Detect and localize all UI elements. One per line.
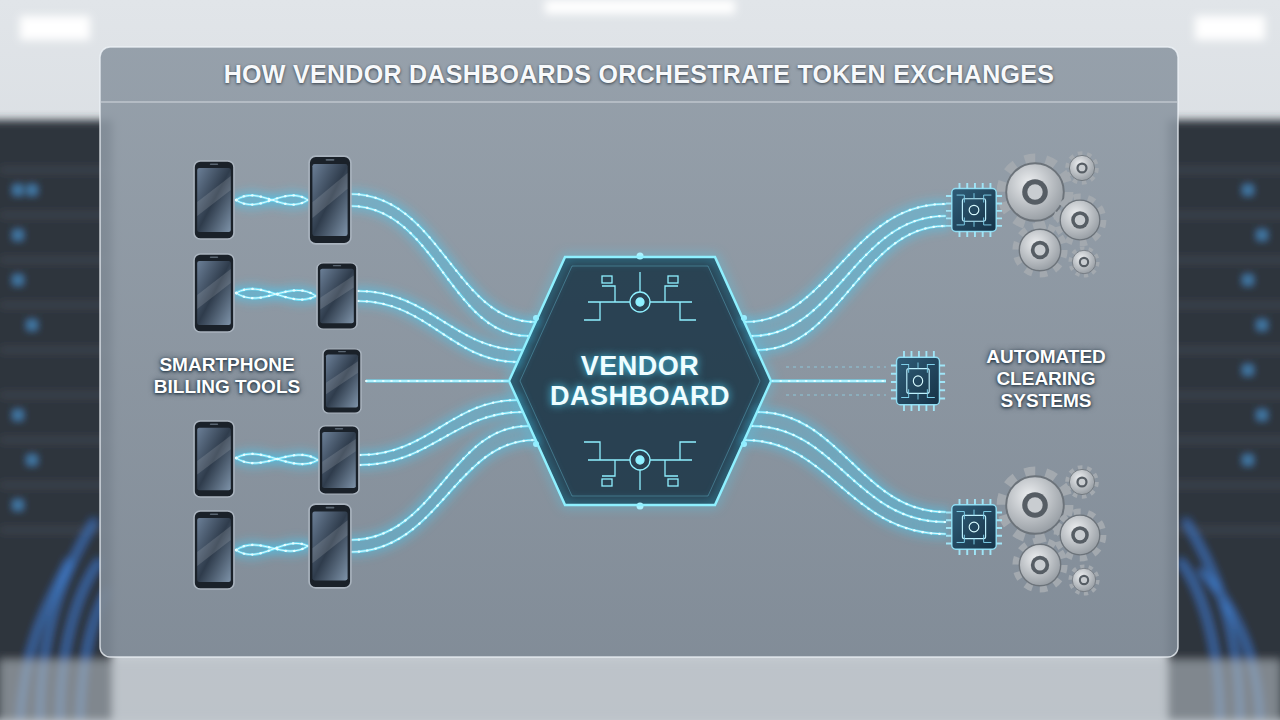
dashboard-hexagon: VENDOR DASHBOARD (508, 256, 772, 506)
data-stream-connector (366, 381, 508, 382)
phone-group: SMARTPHONE BILLING TOOLS (140, 146, 366, 616)
smartphone (319, 426, 359, 494)
header-divider (101, 101, 1177, 102)
connector-glow (772, 376, 886, 387)
title-bar: HOW VENDOR DASHBOARDS ORCHESTRATE TOKEN … (100, 47, 1178, 102)
rack-lights (1245, 187, 1266, 464)
rack-lights (15, 187, 36, 509)
smartphone (309, 156, 351, 244)
gear (1058, 513, 1102, 557)
smartphone (317, 263, 357, 329)
smartphone (309, 504, 351, 588)
ceiling-light (1195, 16, 1265, 40)
data-stream-connector (772, 381, 886, 382)
smartphone (194, 161, 234, 239)
group-label: SMARTPHONE BILLING TOOLS (144, 354, 310, 398)
stream-core (236, 194, 945, 555)
smartphone (194, 421, 234, 497)
chip (946, 499, 1002, 555)
connector-band (772, 380, 886, 383)
gear (1058, 198, 1102, 242)
connector-glow (366, 376, 508, 387)
gear (1017, 542, 1063, 588)
rack-shelves (0, 170, 112, 530)
rack-shelves (1168, 170, 1280, 530)
gear (1071, 567, 1097, 593)
group-label: AUTOMATED CLEARING SYSTEMS (970, 346, 1122, 412)
glass-panel (100, 47, 1178, 657)
server-rack (0, 120, 112, 720)
stream-particles (236, 194, 945, 555)
connector-core (366, 381, 508, 382)
chip (946, 183, 1002, 237)
ceiling-light (545, 0, 735, 14)
stream-glow (236, 194, 945, 555)
hexagon-border (509, 257, 771, 505)
gear (1068, 154, 1096, 182)
connector-particles (366, 380, 508, 382)
connector-band (366, 380, 508, 383)
gear (1068, 468, 1096, 496)
gear (1017, 227, 1063, 273)
dashboard-label: VENDOR DASHBOARD (540, 351, 740, 411)
dashboard-circuitry (508, 253, 772, 510)
smartphone (194, 511, 234, 589)
smartphone (323, 349, 361, 413)
floor (0, 660, 1280, 720)
chip (891, 351, 945, 411)
glow-dots (533, 253, 747, 510)
gear (1071, 249, 1097, 275)
data-streams (236, 194, 945, 555)
stream-band (236, 194, 945, 555)
hexagon-inner-ring (520, 266, 760, 496)
connector-core (772, 381, 886, 382)
ceiling-light (20, 16, 90, 40)
smartphone (194, 254, 234, 332)
server-rack (1168, 120, 1280, 720)
diagram-title: HOW VENDOR DASHBOARDS ORCHESTRATE TOKEN … (224, 60, 1055, 89)
connector-particles (772, 380, 886, 382)
hexagon-fill (508, 256, 772, 506)
clearing-group: AUTOMATED CLEARING SYSTEMS (886, 146, 1126, 616)
